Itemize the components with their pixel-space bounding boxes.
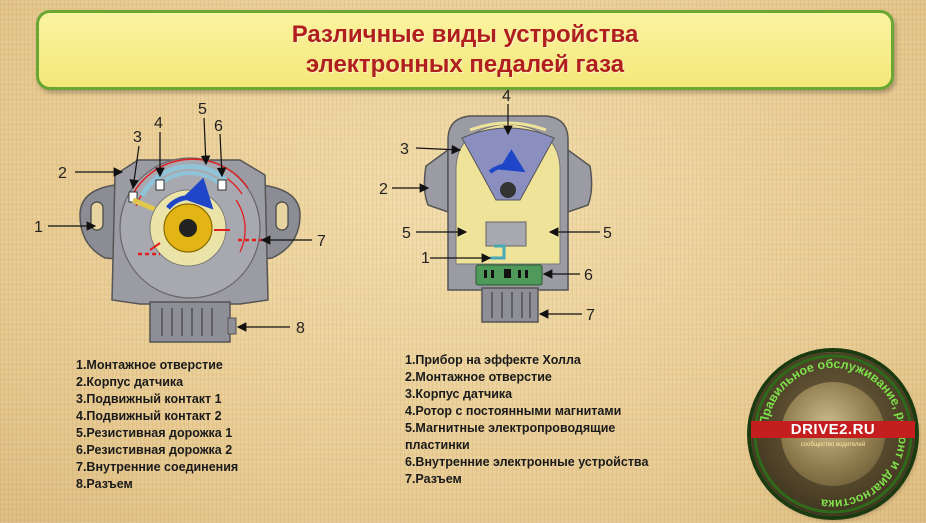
legend-left-item-6: 6.Резистивная дорожка 2 [76, 443, 233, 457]
legend-right-item-2: 2.Монтажное отверстие [405, 370, 552, 384]
left-callout-5: 5 [198, 101, 207, 118]
hall-effect-device [490, 244, 506, 260]
legend-right-item-4: 4.Ротор с постоянными магнитами [405, 404, 622, 418]
legend-right-item-1: 1.Прибор на эффекте Холла [405, 353, 581, 367]
title-line-1: Различные виды устройства [291, 21, 639, 48]
right-callout-6: 6 [584, 267, 593, 284]
drive2-logo: Правильное обслуживание, ремонт и диагно… [751, 352, 915, 516]
hall-device-carrier [485, 221, 527, 247]
title-banner: Различные виды устройства электронных пе… [36, 10, 894, 90]
moving-contact-2 [155, 179, 165, 191]
legend-right-item-5-cont: пластинки [405, 438, 470, 452]
resistive-track-1 [139, 163, 228, 198]
left-callout-8: 8 [296, 320, 305, 337]
left-callout-6: 6 [214, 118, 223, 135]
right-callout-1: 1 [421, 250, 430, 267]
mounting-hole-right [275, 201, 289, 231]
internal-connection-left-2 [149, 242, 161, 251]
connector-tab [227, 317, 237, 335]
left-callout-1: 1 [34, 219, 43, 236]
connector-pins [161, 308, 213, 336]
rotor-shaft [500, 182, 516, 198]
connector-pins [491, 292, 531, 318]
legend-left-item-8: 8.Разъем [76, 477, 133, 491]
logo-subtitle: сообщество водителей [800, 442, 866, 448]
left-callout-7: 7 [317, 233, 326, 250]
right-callout-4: 4 [502, 88, 511, 105]
right-leader-lines [392, 104, 600, 319]
right-callout-7: 7 [586, 307, 595, 324]
legend-left-item-1: 1.Монтажное отверстие [76, 358, 223, 372]
board-components [484, 269, 528, 278]
hall-sensor-diagram: 1 2 3 4 5 5 6 7 [379, 88, 612, 324]
rotation-arrow [166, 177, 214, 210]
legend-left-item-2: 2.Корпус датчика [76, 375, 184, 389]
right-inner-track [235, 199, 246, 253]
legend-right-item-3: 3.Корпус датчика [405, 387, 513, 401]
legend-right: 1.Прибор на эффекте Холла 2.Монтажное от… [405, 352, 648, 488]
resistive-track-outer [129, 158, 249, 201]
left-leader-lines [48, 117, 312, 332]
right-callout-5a: 5 [402, 225, 411, 242]
mounting-ear-right [567, 148, 593, 214]
rotor-shaft [179, 219, 197, 237]
title-line-2: электронных педалей газа [305, 51, 625, 78]
legend-left-item-4: 4.Подвижный контакт 2 [76, 409, 222, 423]
mounting-ear-left [423, 148, 449, 214]
left-callout-2: 2 [58, 165, 67, 182]
right-callout-2: 2 [379, 181, 388, 198]
legend-left-item-7: 7.Внутренние соединения [76, 460, 239, 474]
legend-left-item-5: 5.Резистивная дорожка 1 [76, 426, 233, 440]
track-end-contact [217, 179, 227, 191]
right-callout-3: 3 [400, 141, 409, 158]
logo-name: DRIVE2.RU [751, 421, 915, 438]
rotation-arrow [488, 149, 526, 174]
potentiometer-sensor-diagram: 1 2 3 4 5 6 7 8 [34, 101, 326, 343]
legend-left: 1.Монтажное отверстие 2.Корпус датчика 3… [76, 357, 238, 493]
legend-right-item-6: 6.Внутренние электронные устройства [405, 455, 649, 469]
left-callout-4: 4 [154, 115, 163, 132]
legend-right-item-7: 7.Разъем [405, 472, 462, 486]
left-callout-3: 3 [133, 129, 142, 146]
legend-left-item-3: 3.Подвижный контакт 1 [76, 392, 222, 406]
right-callout-5b: 5 [603, 225, 612, 242]
legend-right-item-5: 5.Магнитные электропроводящие [405, 421, 616, 435]
connector-body [481, 287, 539, 323]
